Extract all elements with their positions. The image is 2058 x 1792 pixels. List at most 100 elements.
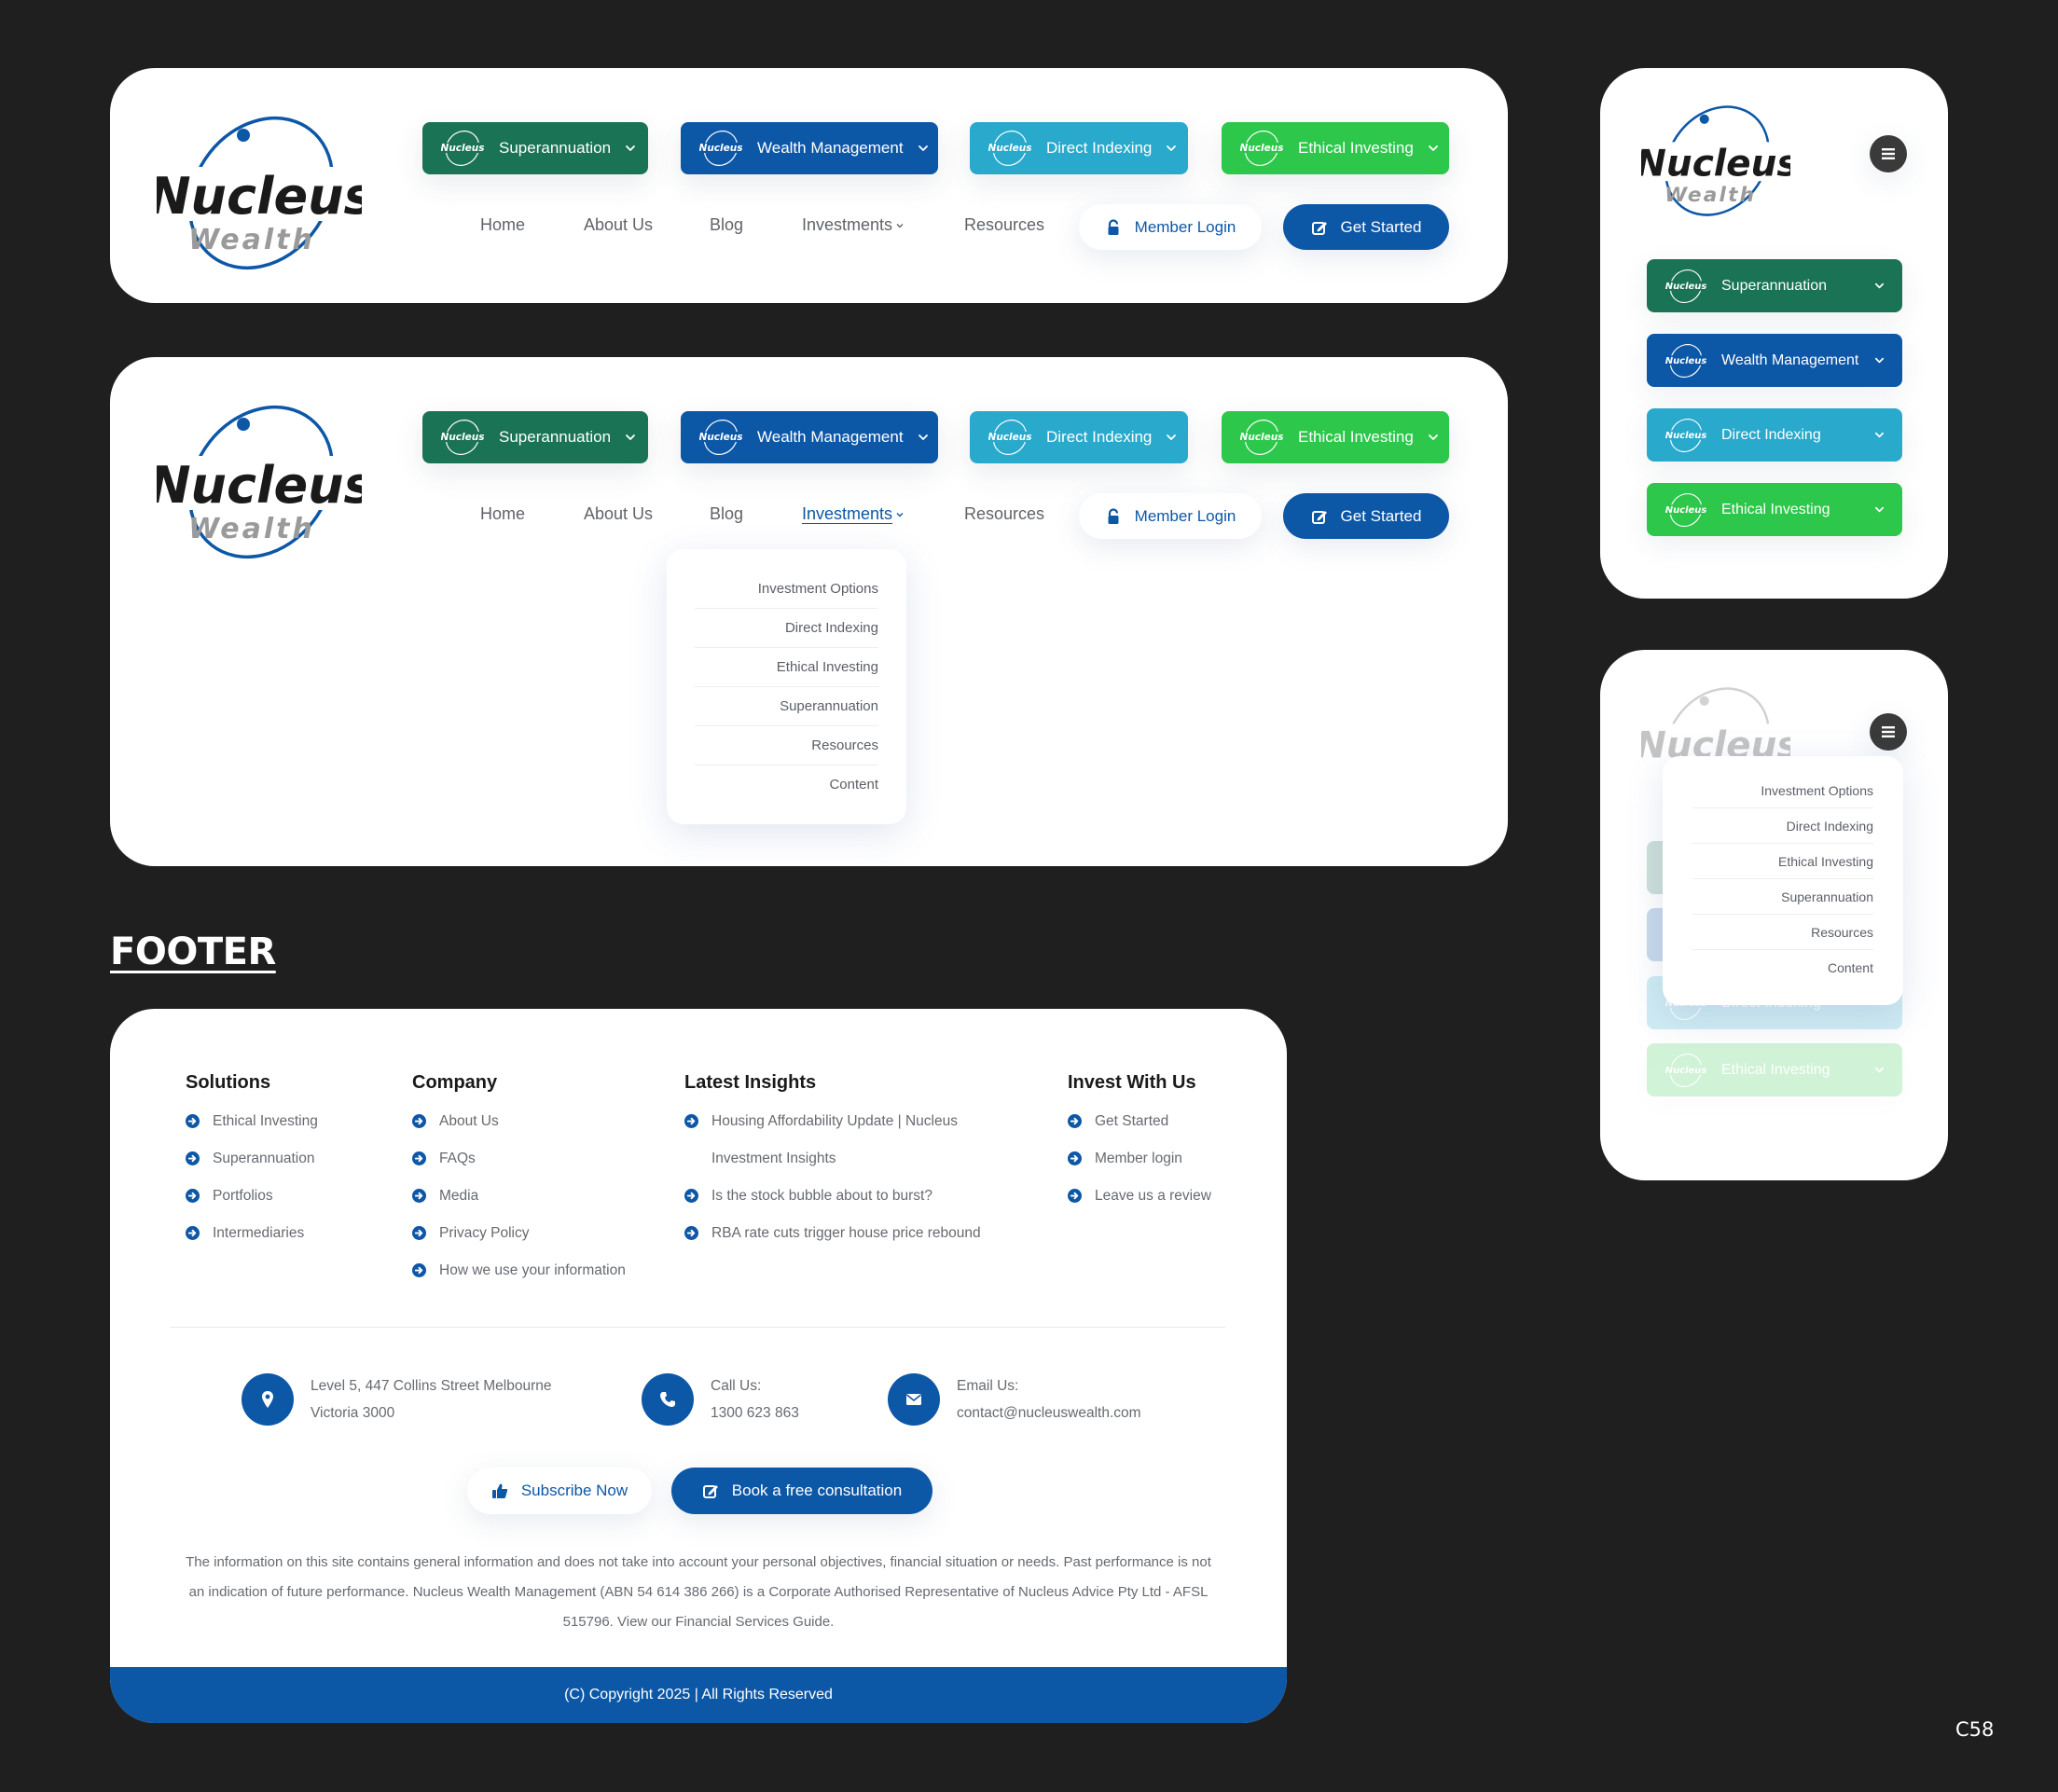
brand-button-label: Ethical Investing: [1298, 428, 1414, 446]
phone-number[interactable]: 1300 623 863: [711, 1405, 799, 1421]
footer-link[interactable]: Is the stock bubble about to burst?: [684, 1178, 991, 1215]
chevron-down-icon: [895, 221, 905, 230]
dropdown-item-content[interactable]: Content: [1827, 960, 1873, 975]
footer-link[interactable]: Leave us a review: [1068, 1178, 1211, 1215]
chevron-down-icon: [624, 142, 637, 155]
brand-button-label: Direct Indexing: [1721, 426, 1821, 443]
arrow-circle-right-icon: [412, 1151, 426, 1165]
arrow-circle-right-icon: [684, 1189, 698, 1203]
footer-link[interactable]: Get Started: [1068, 1103, 1211, 1140]
footer-link[interactable]: Member login: [1068, 1140, 1211, 1178]
chevron-down-icon: [1427, 431, 1440, 444]
chevron-down-icon: [1427, 142, 1440, 155]
get-started-button[interactable]: Get Started: [1283, 493, 1449, 539]
arrow-circle-right-icon: [412, 1189, 426, 1203]
footer-link[interactable]: Privacy Policy: [412, 1215, 626, 1252]
dropdown-item-resources[interactable]: Resources: [695, 726, 878, 765]
nav-about-us[interactable]: About Us: [584, 215, 654, 234]
footer-link[interactable]: Portfolios: [186, 1178, 318, 1215]
address-line-1: Level 5, 447 Collins Street Melbourne: [311, 1378, 552, 1394]
nucleus-wealth-logo-icon: [1665, 343, 1706, 379]
get-started-label: Get Started: [1340, 217, 1422, 236]
nucleus-wealth-logo[interactable]: [157, 111, 362, 279]
footer-link[interactable]: About Us: [412, 1103, 626, 1140]
footer-link[interactable]: Superannuation: [186, 1140, 318, 1178]
dropdown-item-ethical-investing[interactable]: Ethical Investing: [695, 648, 878, 687]
member-login-label: Member Login: [1134, 217, 1236, 236]
direct-indexing-brand-button[interactable]: Direct Indexing: [970, 122, 1188, 174]
dropdown-item-direct-indexing[interactable]: Direct Indexing: [695, 609, 878, 648]
nav-investments[interactable]: Investments: [802, 215, 905, 235]
nav-resources[interactable]: Resources: [964, 504, 1045, 523]
ethical-investing-brand-button[interactable]: Ethical Investing: [1647, 483, 1902, 536]
arrow-circle-right-icon: [1068, 1189, 1082, 1203]
email-address[interactable]: contact@nucleuswealth.com: [957, 1405, 1141, 1421]
nucleus-wealth-logo[interactable]: [157, 400, 362, 568]
brand-button-label: Wealth Management: [1721, 352, 1859, 368]
dropdown-item-investment-options[interactable]: Investment Options: [1692, 773, 1873, 808]
nav-blog[interactable]: Blog: [710, 504, 744, 523]
footer-link[interactable]: RBA rate cuts trigger house price reboun…: [684, 1215, 991, 1252]
superannuation-brand-button[interactable]: Superannuation: [422, 122, 648, 174]
nav-about-us[interactable]: About Us: [584, 504, 654, 523]
dropdown-item-direct-indexing[interactable]: Direct Indexing: [1692, 808, 1873, 844]
nav-investments-label: Investments: [802, 504, 893, 523]
footer-link[interactable]: How we use your information: [412, 1252, 626, 1289]
member-login-button[interactable]: Member Login: [1079, 204, 1262, 250]
dropdown-item-superannuation[interactable]: Superannuation: [1692, 879, 1873, 915]
ethical-investing-brand-button[interactable]: Ethical Investing: [1222, 411, 1449, 463]
footer-link[interactable]: Intermediaries: [186, 1215, 318, 1252]
superannuation-brand-button[interactable]: Superannuation: [422, 411, 648, 463]
footer-link[interactable]: Ethical Investing: [186, 1103, 318, 1140]
phone-icon: [642, 1373, 694, 1426]
brand-button-label: Wealth Management: [757, 139, 904, 157]
call-label: Call Us:: [711, 1378, 762, 1394]
footer-link[interactable]: Media: [412, 1178, 626, 1215]
wealth-management-brand-button[interactable]: Wealth Management: [1647, 334, 1902, 387]
nucleus-wealth-logo[interactable]: [1641, 102, 1790, 223]
subscribe-now-button[interactable]: Subscribe Now: [467, 1468, 652, 1514]
superannuation-brand-button[interactable]: Superannuation: [1647, 259, 1902, 312]
wealth-management-brand-button[interactable]: Wealth Management: [681, 122, 938, 174]
get-started-button[interactable]: Get Started: [1283, 204, 1449, 250]
footer-divider: [170, 1327, 1225, 1328]
footer-column-solutions: Solutions Ethical Investing Superannuati…: [186, 1072, 318, 1252]
hamburger-menu-button[interactable]: [1870, 135, 1907, 172]
direct-indexing-brand-button[interactable]: Direct Indexing: [970, 411, 1188, 463]
site-footer: Solutions Ethical Investing Superannuati…: [110, 1009, 1287, 1723]
dropdown-item-superannuation[interactable]: Superannuation: [695, 687, 878, 726]
hamburger-menu-button[interactable]: [1870, 713, 1907, 751]
nav-resources[interactable]: Resources: [964, 215, 1045, 234]
nav-investments-active[interactable]: Investments: [802, 504, 905, 524]
nucleus-direct-indexing-logo-icon: [988, 419, 1031, 456]
brand-button-label: Superannuation: [499, 428, 612, 446]
nav-investments-label: Investments: [802, 215, 893, 234]
nucleus-super-logo-icon: [441, 419, 484, 456]
footer-column-heading: Latest Insights: [684, 1072, 817, 1093]
nucleus-ethical-logo-icon: [1240, 130, 1283, 167]
wealth-management-brand-button[interactable]: Wealth Management: [681, 411, 938, 463]
dropdown-item-content[interactable]: Content: [829, 777, 878, 793]
desktop-header-default: Superannuation Wealth Management Direct …: [110, 68, 1508, 303]
ethical-investing-brand-button[interactable]: Ethical Investing: [1222, 122, 1449, 174]
dropdown-item-investment-options[interactable]: Investment Options: [695, 570, 878, 609]
investments-dropdown-menu: Investment Options Direct Indexing Ethic…: [667, 549, 906, 824]
footer-link[interactable]: FAQs: [412, 1140, 626, 1178]
direct-indexing-brand-button[interactable]: Direct Indexing: [1647, 408, 1902, 462]
section-label-footer: FOOTER: [110, 930, 276, 973]
book-consultation-button[interactable]: Book a free consultation: [671, 1468, 932, 1514]
nav-blog[interactable]: Blog: [710, 215, 744, 234]
dropdown-item-ethical-investing[interactable]: Ethical Investing: [1692, 844, 1873, 879]
brand-button-label: Superannuation: [499, 139, 612, 157]
footer-link[interactable]: Housing Affordability Update | Nucleus I…: [684, 1103, 991, 1178]
brand-button-label: Wealth Management: [757, 428, 904, 446]
dropdown-item-resources[interactable]: Resources: [1692, 915, 1873, 950]
arrow-circle-right-icon: [1068, 1114, 1082, 1128]
nav-home[interactable]: Home: [480, 504, 526, 523]
chevron-down-icon: [1873, 280, 1885, 292]
page-code-label: C58: [1955, 1718, 1995, 1741]
member-login-button[interactable]: Member Login: [1079, 493, 1262, 539]
nav-home[interactable]: Home: [480, 215, 526, 234]
footer-column-invest-with-us: Invest With Us Get Started Member login …: [1068, 1072, 1211, 1215]
nucleus-super-logo-icon: [441, 130, 484, 167]
